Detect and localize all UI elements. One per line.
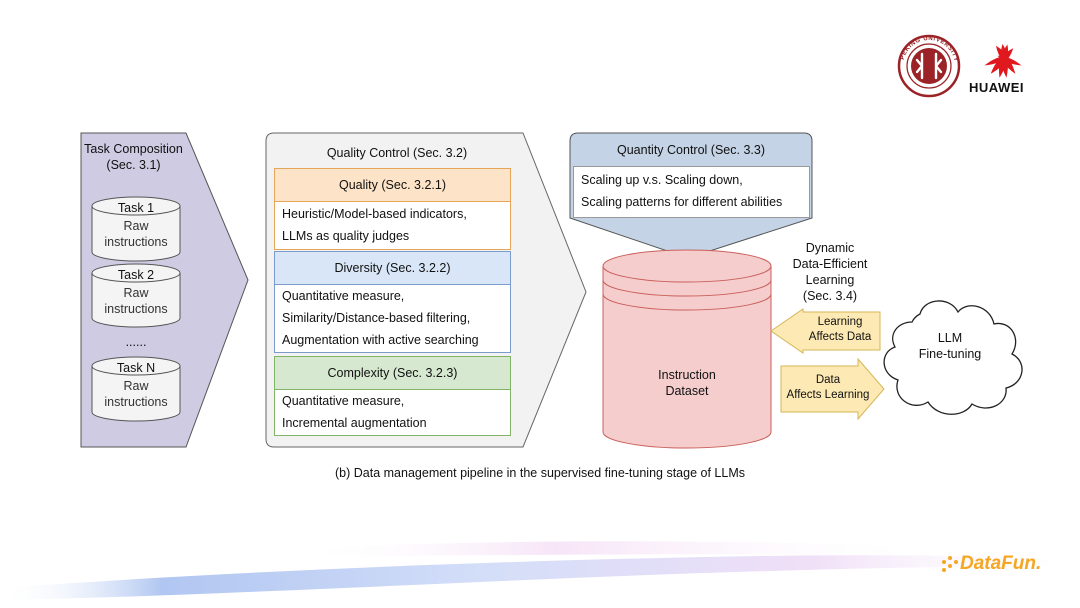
huawei-wordmark: HUAWEI <box>969 80 1024 95</box>
diversity-line: Augmentation with active searching <box>282 333 479 347</box>
task-raw: Raw <box>123 219 149 233</box>
dynamic-line: (Sec. 3.4) <box>802 289 858 303</box>
task-n-label: Task N Raw instructions <box>92 360 180 410</box>
diversity-line: Quantitative measure, <box>282 289 405 303</box>
datafun-dots-icon <box>942 556 958 572</box>
llm-cloud <box>883 300 1023 415</box>
arrow-right-line: Data <box>815 374 841 386</box>
dataset-line: Instruction <box>658 368 716 382</box>
quality-header: Quality (Sec. 3.2.1) <box>274 168 511 202</box>
task-raw: Raw <box>123 379 149 393</box>
data-affects-learning-arrow <box>780 357 885 421</box>
dynamic-learning-label: Dynamic Data-Efficient Learning (Sec. 3.… <box>775 240 885 304</box>
task-n-cylinder <box>91 356 181 422</box>
quantity-control-title: Quantity Control (Sec. 3.3) <box>617 143 765 157</box>
dynamic-line: Learning <box>805 273 855 287</box>
decorative-swoosh-2 <box>300 541 940 556</box>
task-composition-title-text: Task Composition <box>84 142 183 156</box>
arrow-right-line: Affects Learning <box>786 389 870 401</box>
task-name: Task N <box>116 361 156 375</box>
quality-line: Heuristic/Model-based indicators, <box>282 207 467 221</box>
instruction-dataset-label: Instruction Dataset <box>603 367 771 399</box>
task-instructions: instructions <box>104 302 168 316</box>
complexity-body: Quantitative measure, Incremental augmen… <box>274 390 511 436</box>
dynamic-line: Dynamic <box>805 241 855 255</box>
learning-affects-data-arrow <box>770 308 881 354</box>
task-1-cylinder <box>91 196 181 262</box>
task-name: Task 2 <box>117 268 155 282</box>
task-2-cylinder <box>91 263 181 328</box>
quality-control-title: Quality Control (Sec. 3.2) <box>326 146 468 160</box>
dynamic-line: Data-Efficient <box>792 257 868 271</box>
quality-line: LLMs as quality judges <box>282 229 410 243</box>
task-ellipsis: ...... <box>125 335 147 349</box>
complexity-line: Incremental augmentation <box>282 416 427 430</box>
diversity-header: Diversity (Sec. 3.2.2) <box>274 251 511 285</box>
task-composition-title: Task Composition (Sec. 3.1) <box>81 141 186 173</box>
learning-affects-data-label: Learning Affects Data <box>800 315 880 345</box>
huawei-logo-petals <box>984 43 1022 78</box>
task-raw: Raw <box>123 286 149 300</box>
quantity-line: Scaling patterns for different abilities <box>581 195 783 209</box>
datafun-wordmark: DataFun. <box>960 553 1042 574</box>
complexity-line: Quantitative measure, <box>282 394 405 408</box>
llm-line: Fine-tuning <box>918 347 982 361</box>
quality-body: Heuristic/Model-based indicators, LLMs a… <box>274 202 511 250</box>
arrow-left-line: Learning <box>817 316 863 328</box>
quantity-body: Scaling up v.s. Scaling down, Scaling pa… <box>573 166 810 218</box>
arrow-left-line: Affects Data <box>808 331 872 343</box>
task-1-label: Task 1 Raw instructions <box>92 200 180 250</box>
task-instructions: instructions <box>104 235 168 249</box>
llm-finetuning-label: LLM Fine-tuning <box>895 330 1005 362</box>
peking-university-seal: PEKING UNIVERSITY 1898 <box>0 0 961 98</box>
complexity-header: Complexity (Sec. 3.2.3) <box>274 356 511 390</box>
diversity-body: Quantitative measure, Similarity/Distanc… <box>274 285 511 353</box>
task-name: Task 1 <box>117 201 155 215</box>
task-composition-section: (Sec. 3.1) <box>106 158 161 172</box>
llm-line: LLM <box>937 331 963 345</box>
data-affects-learning-label: Data Affects Learning <box>781 373 875 403</box>
task-2-label: Task 2 Raw instructions <box>92 267 180 317</box>
quantity-line: Scaling up v.s. Scaling down, <box>581 173 743 187</box>
instruction-dataset-cylinder <box>602 249 772 449</box>
figure-caption: (b) Data management pipeline in the supe… <box>335 466 745 480</box>
decorative-swoosh <box>0 555 1080 600</box>
dataset-line: Dataset <box>665 384 709 398</box>
task-instructions: instructions <box>104 395 168 409</box>
diversity-line: Similarity/Distance-based filtering, <box>282 311 471 325</box>
svg-text:PEKING UNIVERSITY 1898: PEKING UNIVERSITY 1898 <box>0 0 959 64</box>
